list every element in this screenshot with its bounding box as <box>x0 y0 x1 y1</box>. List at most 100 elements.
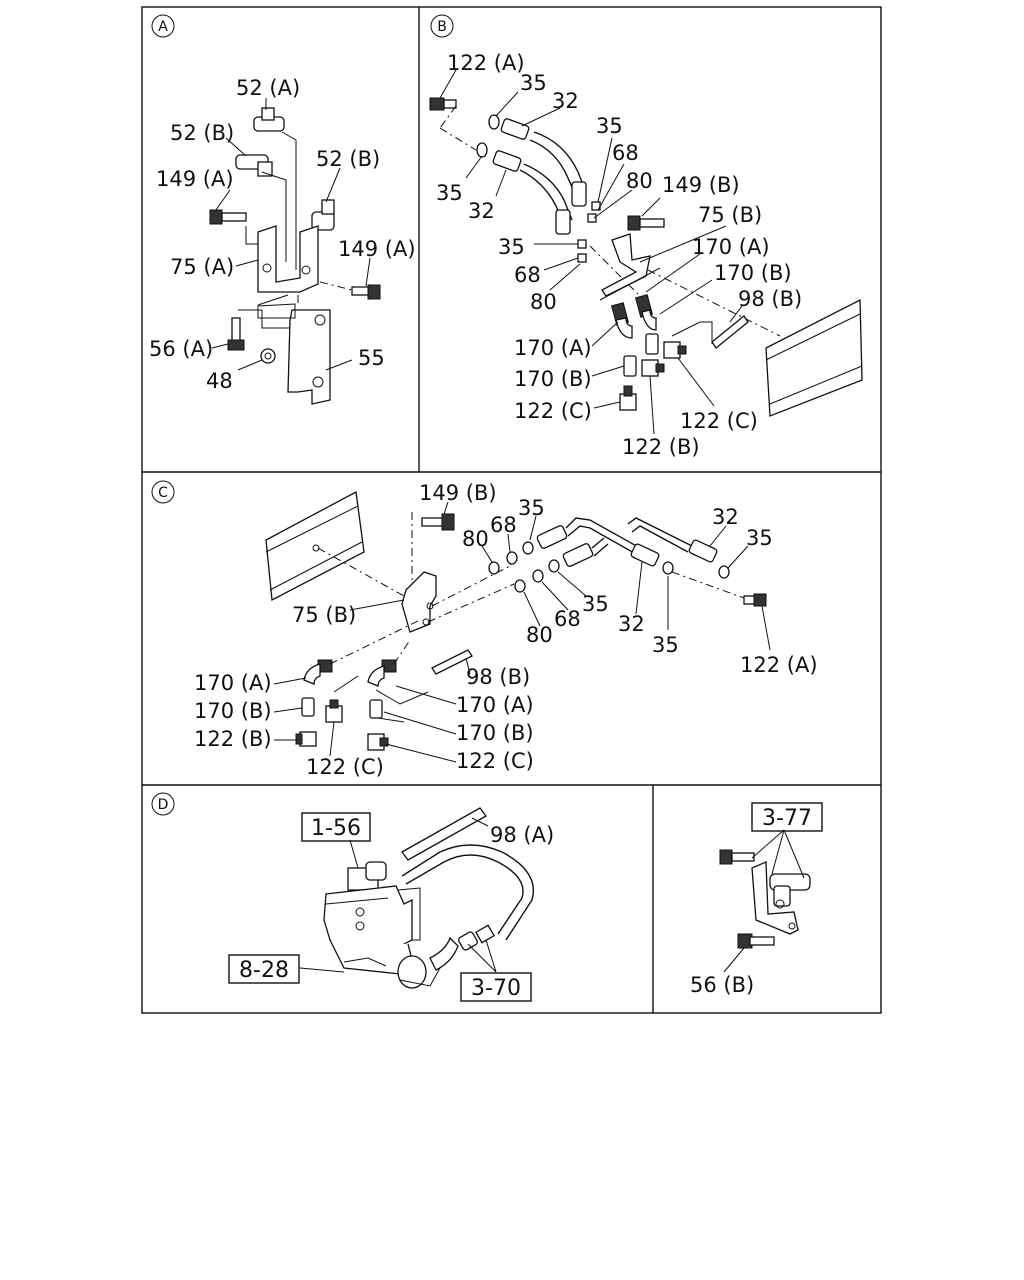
pipe-32-lower-c <box>562 537 660 567</box>
frame-rail-c <box>265 490 365 602</box>
reducer-170b-right <box>645 333 659 355</box>
label-b-122a: 122 (A) <box>447 51 525 75</box>
label-b-122b: 122 (B) <box>622 435 700 459</box>
washer-68-upper <box>506 551 518 565</box>
bent-pipe-3-70 <box>401 844 534 951</box>
elbow-fitting-52b-right <box>311 199 335 231</box>
bolt-56b <box>737 933 775 949</box>
washer-35-right-upper <box>718 565 730 579</box>
label-52a: 52 (A) <box>236 76 300 100</box>
svg-text:8-28: 8-28 <box>239 958 289 983</box>
label-d-98a: 98 (A) <box>490 823 554 847</box>
label-c-32-2: 32 <box>618 612 645 636</box>
ref-box-3-70[interactable]: 3-70 <box>460 972 532 1002</box>
diagram-frame <box>141 6 882 1014</box>
label-b-149b: 149 (B) <box>662 173 740 197</box>
svg-text:C: C <box>158 485 168 501</box>
label-c-35-3: 35 <box>582 592 609 616</box>
bolt-149a-left <box>209 209 247 225</box>
washer-35-right-lower <box>662 561 674 575</box>
panel-id-d: D <box>151 792 175 816</box>
panel-c-labels: 149 (B) 35 68 80 32 35 75 (B) 35 68 80 3… <box>194 481 818 779</box>
fitting-122c-c-left <box>325 699 343 723</box>
label-c-122c-left: 122 (C) <box>306 755 384 779</box>
label-c-149b: 149 (B) <box>419 481 497 505</box>
label-b-35-1: 35 <box>520 71 547 95</box>
elbow-170a-right <box>635 294 657 331</box>
label-b-32-2: 32 <box>468 199 495 223</box>
bracket-e <box>751 861 799 935</box>
elbow-170a-c-left <box>303 659 333 685</box>
fitting-122c-left <box>619 385 637 411</box>
svg-text:1-56: 1-56 <box>311 816 361 841</box>
label-b-170a-left: 170 (A) <box>514 336 592 360</box>
fitting-122a-c <box>743 593 767 607</box>
panel-e-parts <box>719 849 811 949</box>
label-e-56b: 56 (B) <box>690 973 754 997</box>
panel-id-a: A <box>151 14 175 38</box>
ring-68-b <box>577 253 587 263</box>
label-b-170b-right: 170 (B) <box>714 261 792 285</box>
bolt-149a-right <box>351 284 381 300</box>
panel-b-leaders <box>439 69 743 435</box>
panel-d-parts <box>323 807 534 989</box>
label-c-170b-left: 170 (B) <box>194 699 272 723</box>
washer-80-upper <box>488 561 500 575</box>
label-149a-right: 149 (A) <box>338 237 416 261</box>
bolt-149b-c <box>421 513 455 531</box>
label-c-122c-right: 122 (C) <box>456 749 534 773</box>
label-52b-left: 52 (B) <box>170 121 234 145</box>
label-c-170a-right: 170 (A) <box>456 693 534 717</box>
label-c-122a: 122 (A) <box>740 653 818 677</box>
label-b-80-1: 80 <box>626 169 653 193</box>
label-c-68-1: 68 <box>490 513 517 537</box>
ring-80-b <box>587 213 597 223</box>
ref-box-3-77[interactable]: 3-77 <box>751 802 823 832</box>
bolt-149b <box>627 215 665 231</box>
label-b-122c-left: 122 (C) <box>514 399 592 423</box>
svg-text:3-77: 3-77 <box>762 806 812 831</box>
svg-text:3-70: 3-70 <box>471 976 521 1001</box>
label-b-68-1: 68 <box>612 141 639 165</box>
label-c-35-1: 35 <box>518 496 545 520</box>
hose-98b <box>711 315 749 349</box>
fitting-122b <box>641 359 665 377</box>
pipe-32-lower <box>492 150 573 235</box>
label-c-122b: 122 (B) <box>194 727 272 751</box>
bolt-upper-e <box>719 849 755 865</box>
label-b-32-1: 32 <box>552 89 579 113</box>
fitting-122c-right <box>663 341 687 359</box>
ref-box-1-56[interactable]: 1-56 <box>301 812 371 842</box>
label-b-122c-right: 122 (C) <box>680 409 758 433</box>
hose-98a <box>401 807 487 861</box>
label-b-170b-left: 170 (B) <box>514 367 592 391</box>
washer-80-lower <box>514 579 526 593</box>
panel-e-leaders <box>723 829 805 973</box>
panel-b-parts <box>429 97 863 417</box>
frame-rail-b <box>765 298 863 417</box>
label-56a: 56 (A) <box>149 337 213 361</box>
pipe-32-upper-c <box>536 517 718 563</box>
tee-fitting-52b-left <box>235 154 273 177</box>
bracket-55 <box>257 294 331 405</box>
tee-fitting-52a <box>253 107 285 132</box>
panel-c-parts <box>265 490 767 751</box>
label-55: 55 <box>358 346 385 370</box>
washer-35-upper-c <box>522 541 534 555</box>
label-b-35-4: 35 <box>498 235 525 259</box>
fitting-122c-c-right <box>367 733 389 751</box>
label-b-68-2: 68 <box>514 263 541 287</box>
label-b-35-2: 35 <box>436 181 463 205</box>
svg-text:A: A <box>158 19 168 35</box>
nut-48 <box>260 348 276 364</box>
hose-98b-c <box>431 649 473 675</box>
pipe-32-upper <box>500 118 587 207</box>
ref-box-8-28[interactable]: 8-28 <box>228 954 300 984</box>
label-b-75b: 75 (B) <box>698 203 762 227</box>
label-b-170a-right: 170 (A) <box>692 235 770 259</box>
washer-68-lower <box>532 569 544 583</box>
panel-a-parts <box>209 107 381 405</box>
reducer-170b-left <box>623 355 637 377</box>
svg-text:D: D <box>158 797 169 813</box>
label-c-75b: 75 (B) <box>292 603 356 627</box>
